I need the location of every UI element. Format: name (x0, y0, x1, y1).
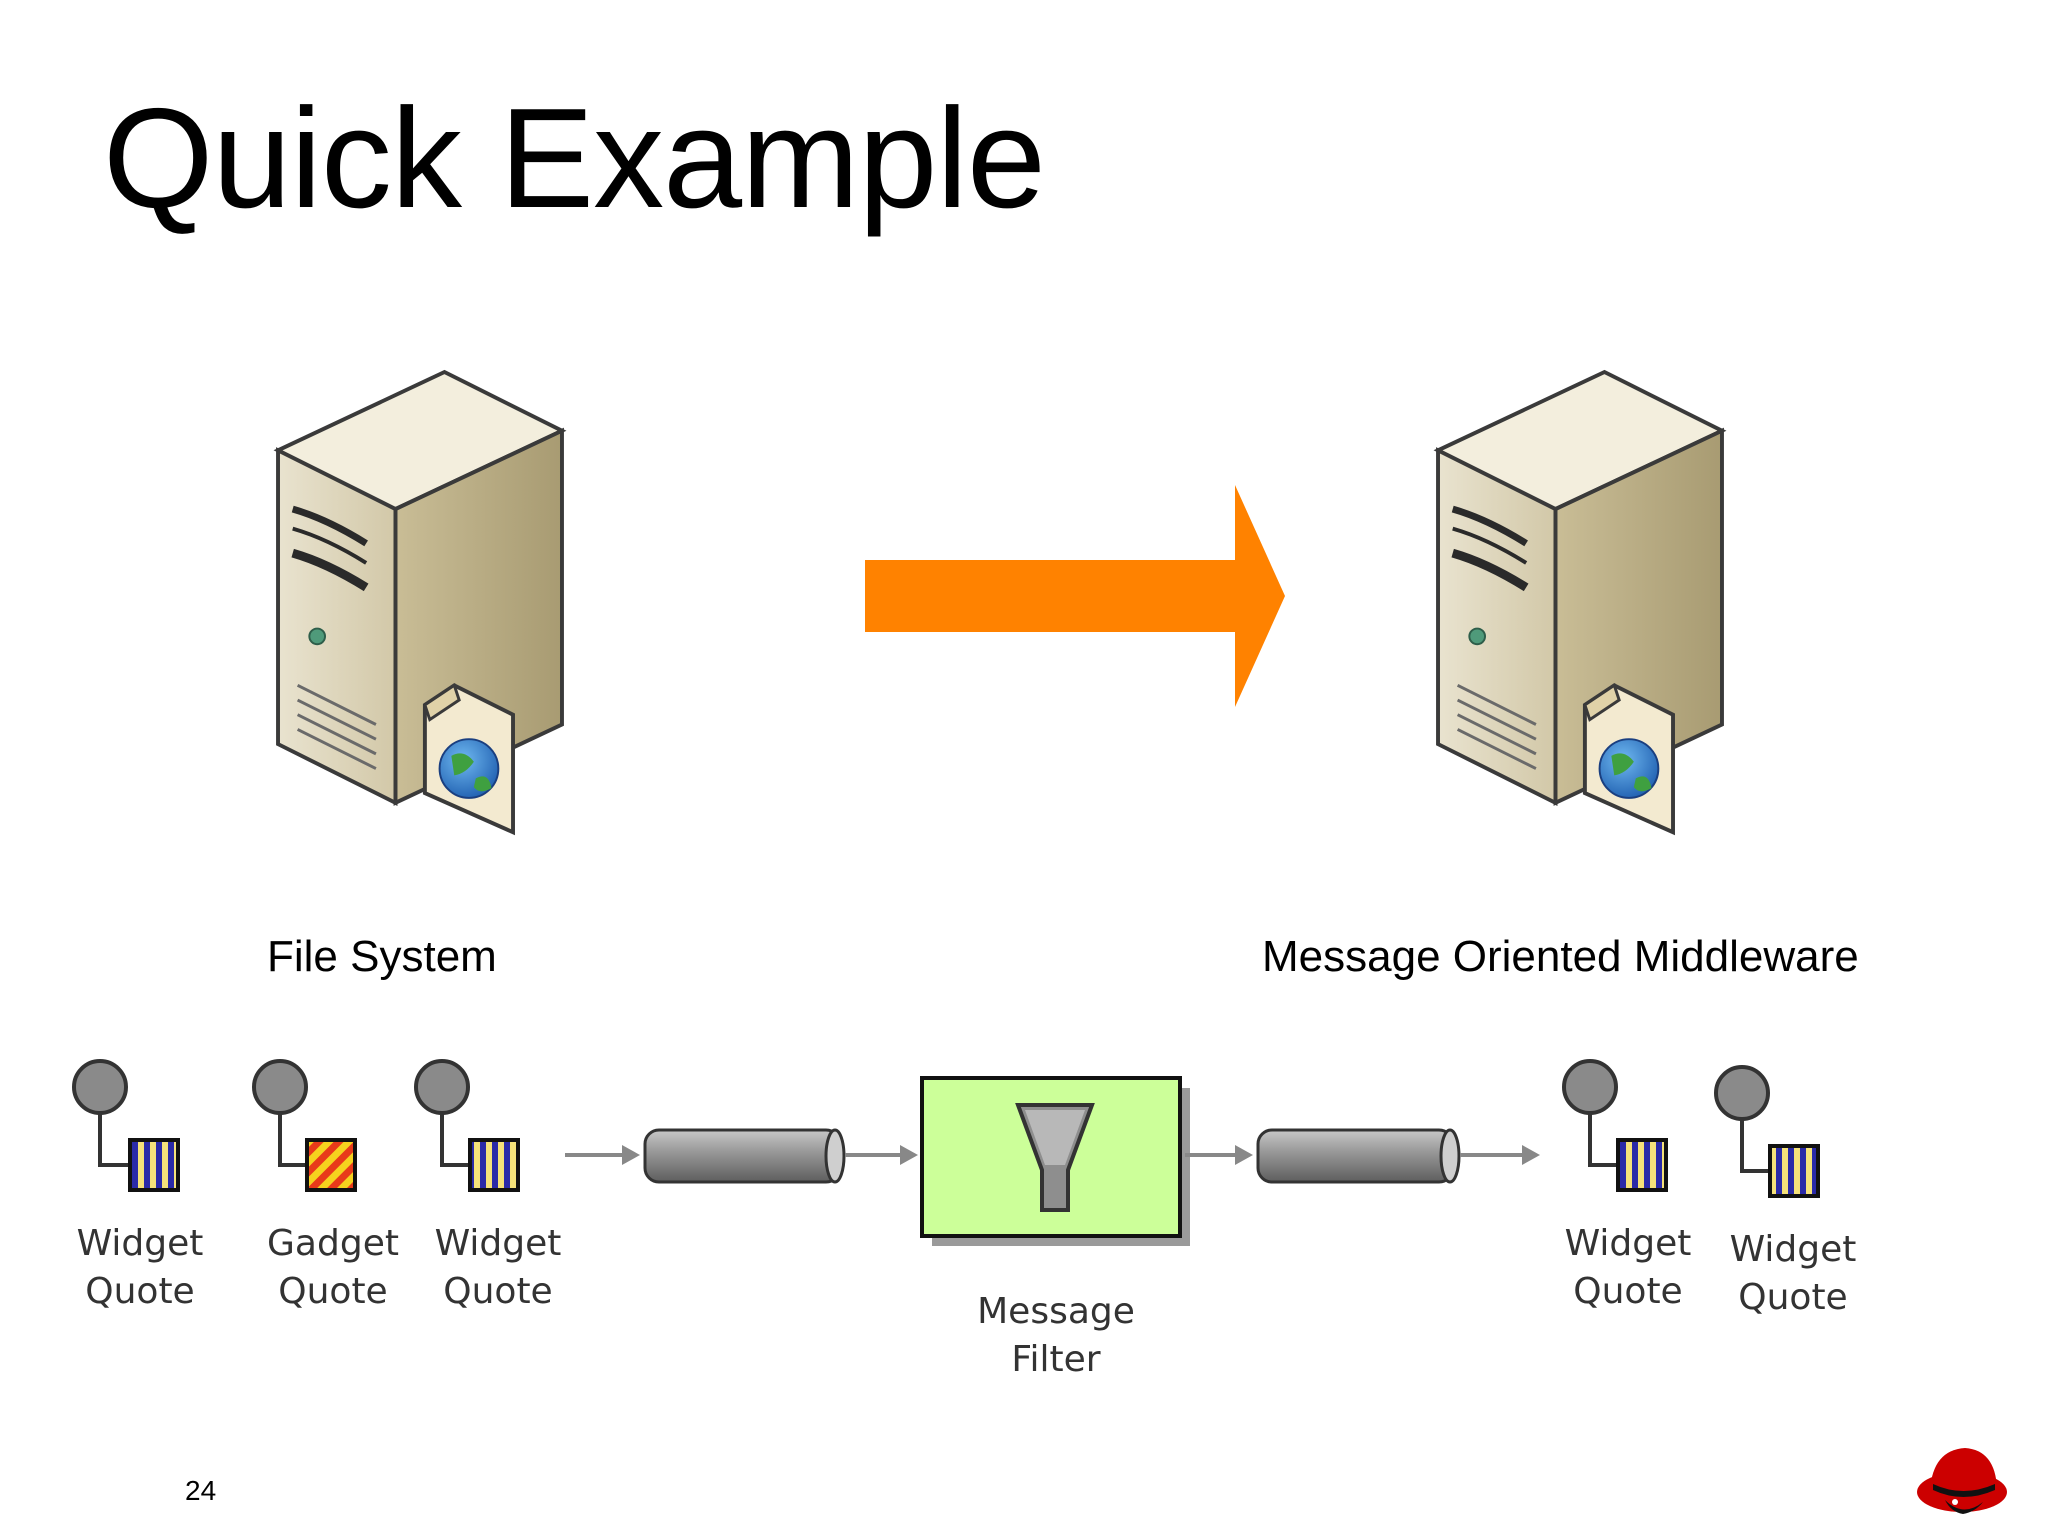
message-channel-icon (643, 1128, 846, 1184)
message-flow-diagram (72, 1059, 1820, 1246)
widget-quote-message-icon (72, 1059, 180, 1192)
middleware-server-icon (1415, 372, 1745, 842)
file-system-label: File System (267, 932, 497, 981)
flow-arrow-icon (845, 1145, 918, 1165)
widget-quote-message-icon (1714, 1065, 1820, 1198)
flow-arrow-icon (1460, 1145, 1540, 1165)
file-system-server-icon (255, 372, 585, 842)
gadget-quote-message-icon (252, 1059, 357, 1192)
widget-quote-message-icon (1562, 1059, 1668, 1192)
flow-arrow-icon (565, 1145, 640, 1165)
message-channel-icon (1256, 1128, 1461, 1184)
slide-title: Quick Example (103, 79, 1046, 238)
page-number: 24 (185, 1475, 217, 1506)
middleware-label: Message Oriented Middleware (1262, 932, 1859, 981)
widget-quote-message-icon (414, 1059, 520, 1192)
red-hat-logo-icon (1917, 1448, 2007, 1514)
arrow-right-icon (865, 485, 1285, 707)
message-filter-icon (920, 1076, 1190, 1246)
flow-arrow-icon (1185, 1145, 1253, 1165)
